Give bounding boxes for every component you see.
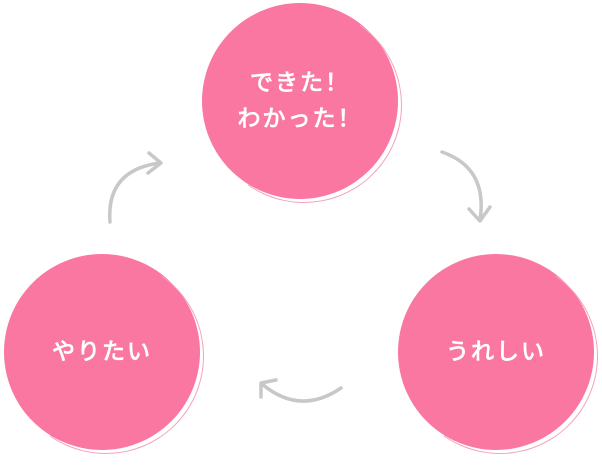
arrow-right-to-left-icon <box>259 378 343 403</box>
arrow-left-to-top-icon <box>108 151 163 224</box>
node-ureshii: うれしい <box>398 254 594 450</box>
arrow-top-to-right-icon <box>440 150 492 223</box>
node-label-right: うれしい <box>446 339 546 365</box>
node-yaritai: やりたい <box>4 254 200 450</box>
node-label-left: やりたい <box>52 339 152 365</box>
node-label-top: できた！ わかった！ <box>237 70 363 132</box>
cycle-diagram: できた！ わかった！ うれしい やりたい <box>0 0 602 453</box>
node-dekita-wakatta: できた！ わかった！ <box>202 3 398 199</box>
cycle-arrows <box>108 150 492 403</box>
